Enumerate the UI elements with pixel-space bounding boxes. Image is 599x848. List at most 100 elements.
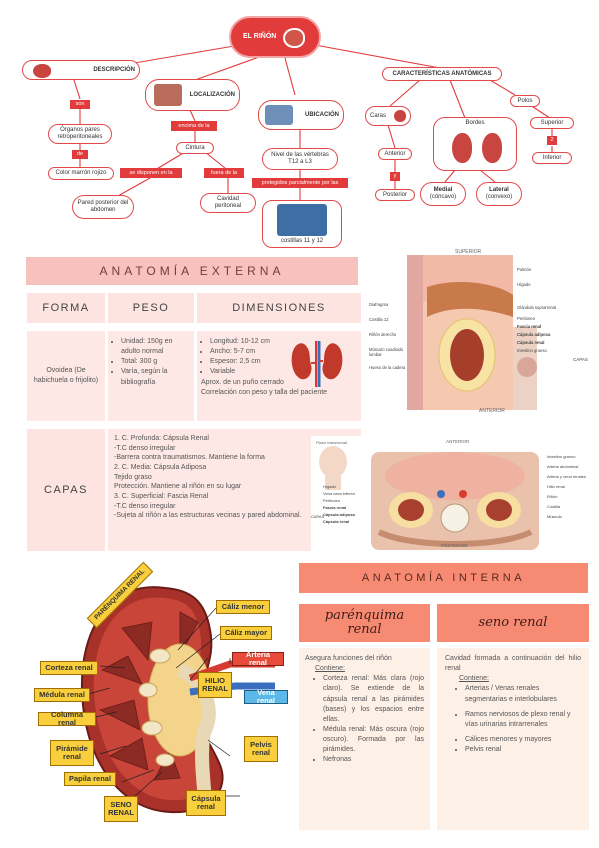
sagittal-capas: CAPAS bbox=[573, 357, 588, 362]
label-arteria: Arteria renal bbox=[232, 650, 284, 667]
label-papila: Papila renal bbox=[64, 772, 116, 786]
inferior-node: Inferior bbox=[532, 152, 572, 164]
label-caliz-menor: Cáliz menor bbox=[216, 600, 270, 614]
fig-label: Costilla bbox=[547, 504, 561, 509]
medial-sub: (cóncavo) bbox=[429, 194, 457, 200]
fig-label: Arteria y vena renales bbox=[547, 474, 586, 479]
capas-line: -T.C denso irregular bbox=[114, 444, 176, 452]
fig-label: Cápsula adiposa bbox=[517, 332, 551, 338]
dimension-item: Espesor: 2,5 cm bbox=[210, 357, 357, 367]
dimensiones-box: Longitud: 10-12 cm Ancho: 5-7 cm Espesor… bbox=[197, 331, 361, 421]
costillas-node: costillas 11 y 12 bbox=[262, 200, 342, 248]
dimension-item: Ancho: 5-7 cm bbox=[210, 347, 357, 357]
mindmap-connectors bbox=[73, 44, 553, 200]
fig-label: Músculo bbox=[547, 514, 562, 519]
caras-label: Caras bbox=[370, 112, 387, 119]
kidney-illustration bbox=[291, 341, 343, 387]
kidney-icon bbox=[482, 133, 502, 163]
fig-label: Intestino grueso bbox=[517, 348, 547, 354]
capas-head-box: CAPAS bbox=[27, 429, 105, 551]
anterior-node: Anterior bbox=[378, 148, 412, 160]
fig-label: Hueso de la cadera bbox=[369, 365, 406, 371]
seno-item: Cálices menores y mayores bbox=[465, 735, 581, 745]
abdomen-image bbox=[154, 84, 182, 106]
peso-item: Varía, según la bibliografía bbox=[121, 367, 190, 387]
polos-tag-2: 2 bbox=[547, 136, 557, 145]
localizacion-tag-disponen: se disponen en la bbox=[120, 168, 182, 178]
peso-item: Total: 300 g bbox=[121, 357, 190, 367]
bordes-node: Bordes bbox=[433, 117, 517, 171]
fig-label: Hígado bbox=[323, 484, 336, 489]
lateral-label: Lateral bbox=[489, 187, 509, 194]
fig-label: Fascia renal bbox=[517, 324, 542, 330]
dimension-item: Variable bbox=[210, 367, 357, 377]
descripcion-node: DESCRIPCIÓN bbox=[22, 60, 140, 80]
fig-label: Hígado bbox=[517, 282, 531, 288]
fig-label: Hilio renal bbox=[547, 484, 565, 489]
fig-label: Arteria abdominal bbox=[547, 464, 579, 469]
peso-box: Unidad: 150g en adulto normal Total: 300… bbox=[108, 331, 194, 421]
transverse-right-labels: Intestino grueso Arteria abdominal Arter… bbox=[547, 454, 593, 519]
capas-head: CAPAS bbox=[44, 484, 88, 496]
caras-tag-y: y bbox=[390, 172, 400, 181]
descripcion-tag-son: son bbox=[70, 100, 90, 109]
caras-node: Caras bbox=[365, 106, 411, 126]
costillas-label: costillas 11 y 12 bbox=[280, 238, 324, 245]
seno-contiene: Contiene: bbox=[459, 675, 489, 683]
fig-label: Diafragma bbox=[369, 302, 389, 307]
sagittal-right-labels: Pulmón Hígado Glándula suprarrenal Perit… bbox=[517, 267, 585, 353]
capas-line: Protección. Mantiene al riñón en su luga… bbox=[114, 483, 242, 491]
ubicacion-title: UBICACIÓN bbox=[305, 111, 339, 118]
forma-head: FORMA bbox=[27, 293, 105, 323]
kidney-icon bbox=[33, 64, 51, 78]
capas-line: -T.C denso irregular bbox=[114, 502, 176, 510]
localizacion-title: LOCALIZACIÓN bbox=[189, 91, 235, 98]
capas-line: -Barrera contra traumatismos. Mantiene l… bbox=[114, 454, 265, 462]
transverse-top: ANTERIOR bbox=[446, 439, 470, 444]
label-medula: Médula renal bbox=[34, 688, 90, 702]
localizacion-tag-fuera: fuera de la bbox=[204, 168, 244, 178]
lateral-node: Lateral (convexo) bbox=[476, 182, 522, 206]
dimension-item: Longitud: 10-12 cm bbox=[210, 337, 357, 347]
seno-box: Cavidad formada a continuación del hilio… bbox=[437, 648, 589, 830]
kidney-icon bbox=[394, 110, 406, 122]
transverse-left-labels: Hígado Vena cava inferior Peritoneo Fasc… bbox=[323, 484, 371, 524]
transverse-plane: Plano transversal bbox=[316, 440, 347, 445]
fig-label: Intestino grueso bbox=[547, 454, 576, 459]
parenquima-box: Asegura funciones del riñón Contiene: Co… bbox=[299, 648, 430, 830]
spine-image bbox=[265, 105, 293, 125]
fig-label: Peritoneo bbox=[323, 498, 341, 503]
dimensiones-list: Longitud: 10-12 cm Ancho: 5-7 cm Espesor… bbox=[201, 337, 357, 378]
seno-head: seno renal bbox=[437, 604, 589, 642]
externa-banner: ANATOMÍA EXTERNA bbox=[26, 257, 358, 285]
label-piramide: Pirámide renal bbox=[50, 740, 94, 766]
parenquima-item: Corteza renal: Más clara (rojo claro). S… bbox=[323, 674, 424, 725]
parenquima-list: Corteza renal: Más clara (rojo claro). S… bbox=[305, 674, 424, 765]
sagittal-bottom: ANTERIOR bbox=[479, 408, 505, 414]
lateral-sub: (convexo) bbox=[485, 194, 513, 200]
ubicacion-tag-protegidos: protegidos parcialmente por las bbox=[252, 178, 348, 188]
fig-label: Cápsula renal bbox=[323, 519, 350, 524]
vertebras-node: Nivel de las vértebras T12 a L3 bbox=[262, 148, 338, 170]
capas-text: 1. C. Profunda: Cápsula Renal -T.C denso… bbox=[114, 434, 355, 521]
transverse-bottom: POSTERIOR bbox=[441, 543, 468, 548]
superior-node: Superior bbox=[530, 117, 574, 129]
dimensiones-head: DIMENSIONES bbox=[197, 293, 361, 323]
label-vena: Vena renal bbox=[244, 688, 288, 705]
kidney-icon bbox=[452, 133, 472, 163]
fig-label: Cápsula renal bbox=[517, 340, 545, 346]
seno-item: Pelvis renal bbox=[465, 745, 581, 755]
sagittal-top: SUPERIOR bbox=[455, 249, 482, 255]
capas-line: 2. C. Media: Cápsula Adiposa bbox=[114, 463, 207, 471]
label-caliz-mayor: Cáliz mayor bbox=[220, 626, 272, 640]
medial-label: Medial bbox=[433, 187, 453, 194]
cintura-node: Cintura bbox=[176, 142, 214, 154]
root-title: EL RIÑÓN bbox=[243, 33, 277, 41]
ubicacion-node: UBICACIÓN bbox=[258, 100, 344, 130]
fig-label: Riñón bbox=[547, 494, 558, 499]
label-corteza: Corteza renal bbox=[40, 661, 98, 675]
descripcion-tag-de: de bbox=[72, 150, 88, 159]
fig-label: Glándula suprarrenal bbox=[517, 305, 557, 311]
kidney-icon bbox=[283, 28, 305, 48]
capas-line: 1. C. Profunda: Cápsula Renal bbox=[114, 435, 209, 442]
